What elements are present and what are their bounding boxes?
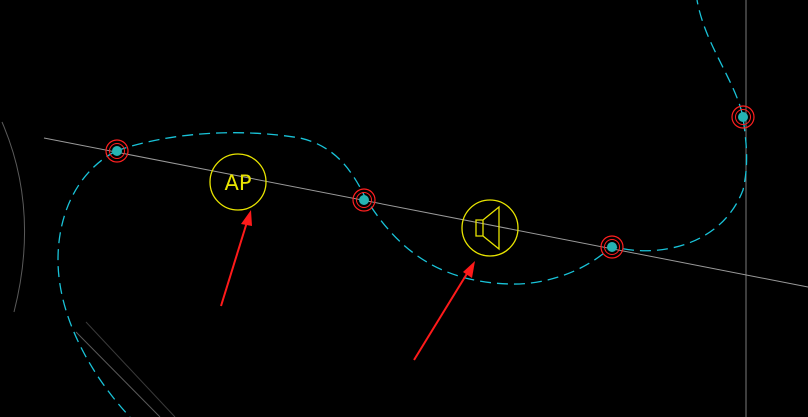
horizontal-reference-line <box>43 137 808 288</box>
ap-symbol-circle <box>209 153 267 211</box>
speaker-symbol[interactable] <box>461 199 519 257</box>
left-arc-line <box>1 121 26 313</box>
dashed-cable-path <box>115 0 748 285</box>
device-marker-3[interactable] <box>600 235 624 259</box>
device-marker-4[interactable] <box>731 105 755 129</box>
arrow-to-speaker <box>413 261 475 361</box>
bottom-left-diagonal-a <box>75 331 161 417</box>
ap-symbol-label: AP <box>224 171 251 195</box>
bottom-left-diagonal-b <box>85 321 176 417</box>
device-marker-1[interactable] <box>105 139 129 163</box>
dashed-cable-path-left-loop <box>57 150 131 417</box>
device-marker-2[interactable] <box>352 188 376 212</box>
ap-symbol[interactable]: AP <box>209 153 267 211</box>
arrow-to-ap <box>220 210 252 307</box>
speaker-symbol-circle <box>461 199 519 257</box>
speaker-icon <box>475 205 500 251</box>
